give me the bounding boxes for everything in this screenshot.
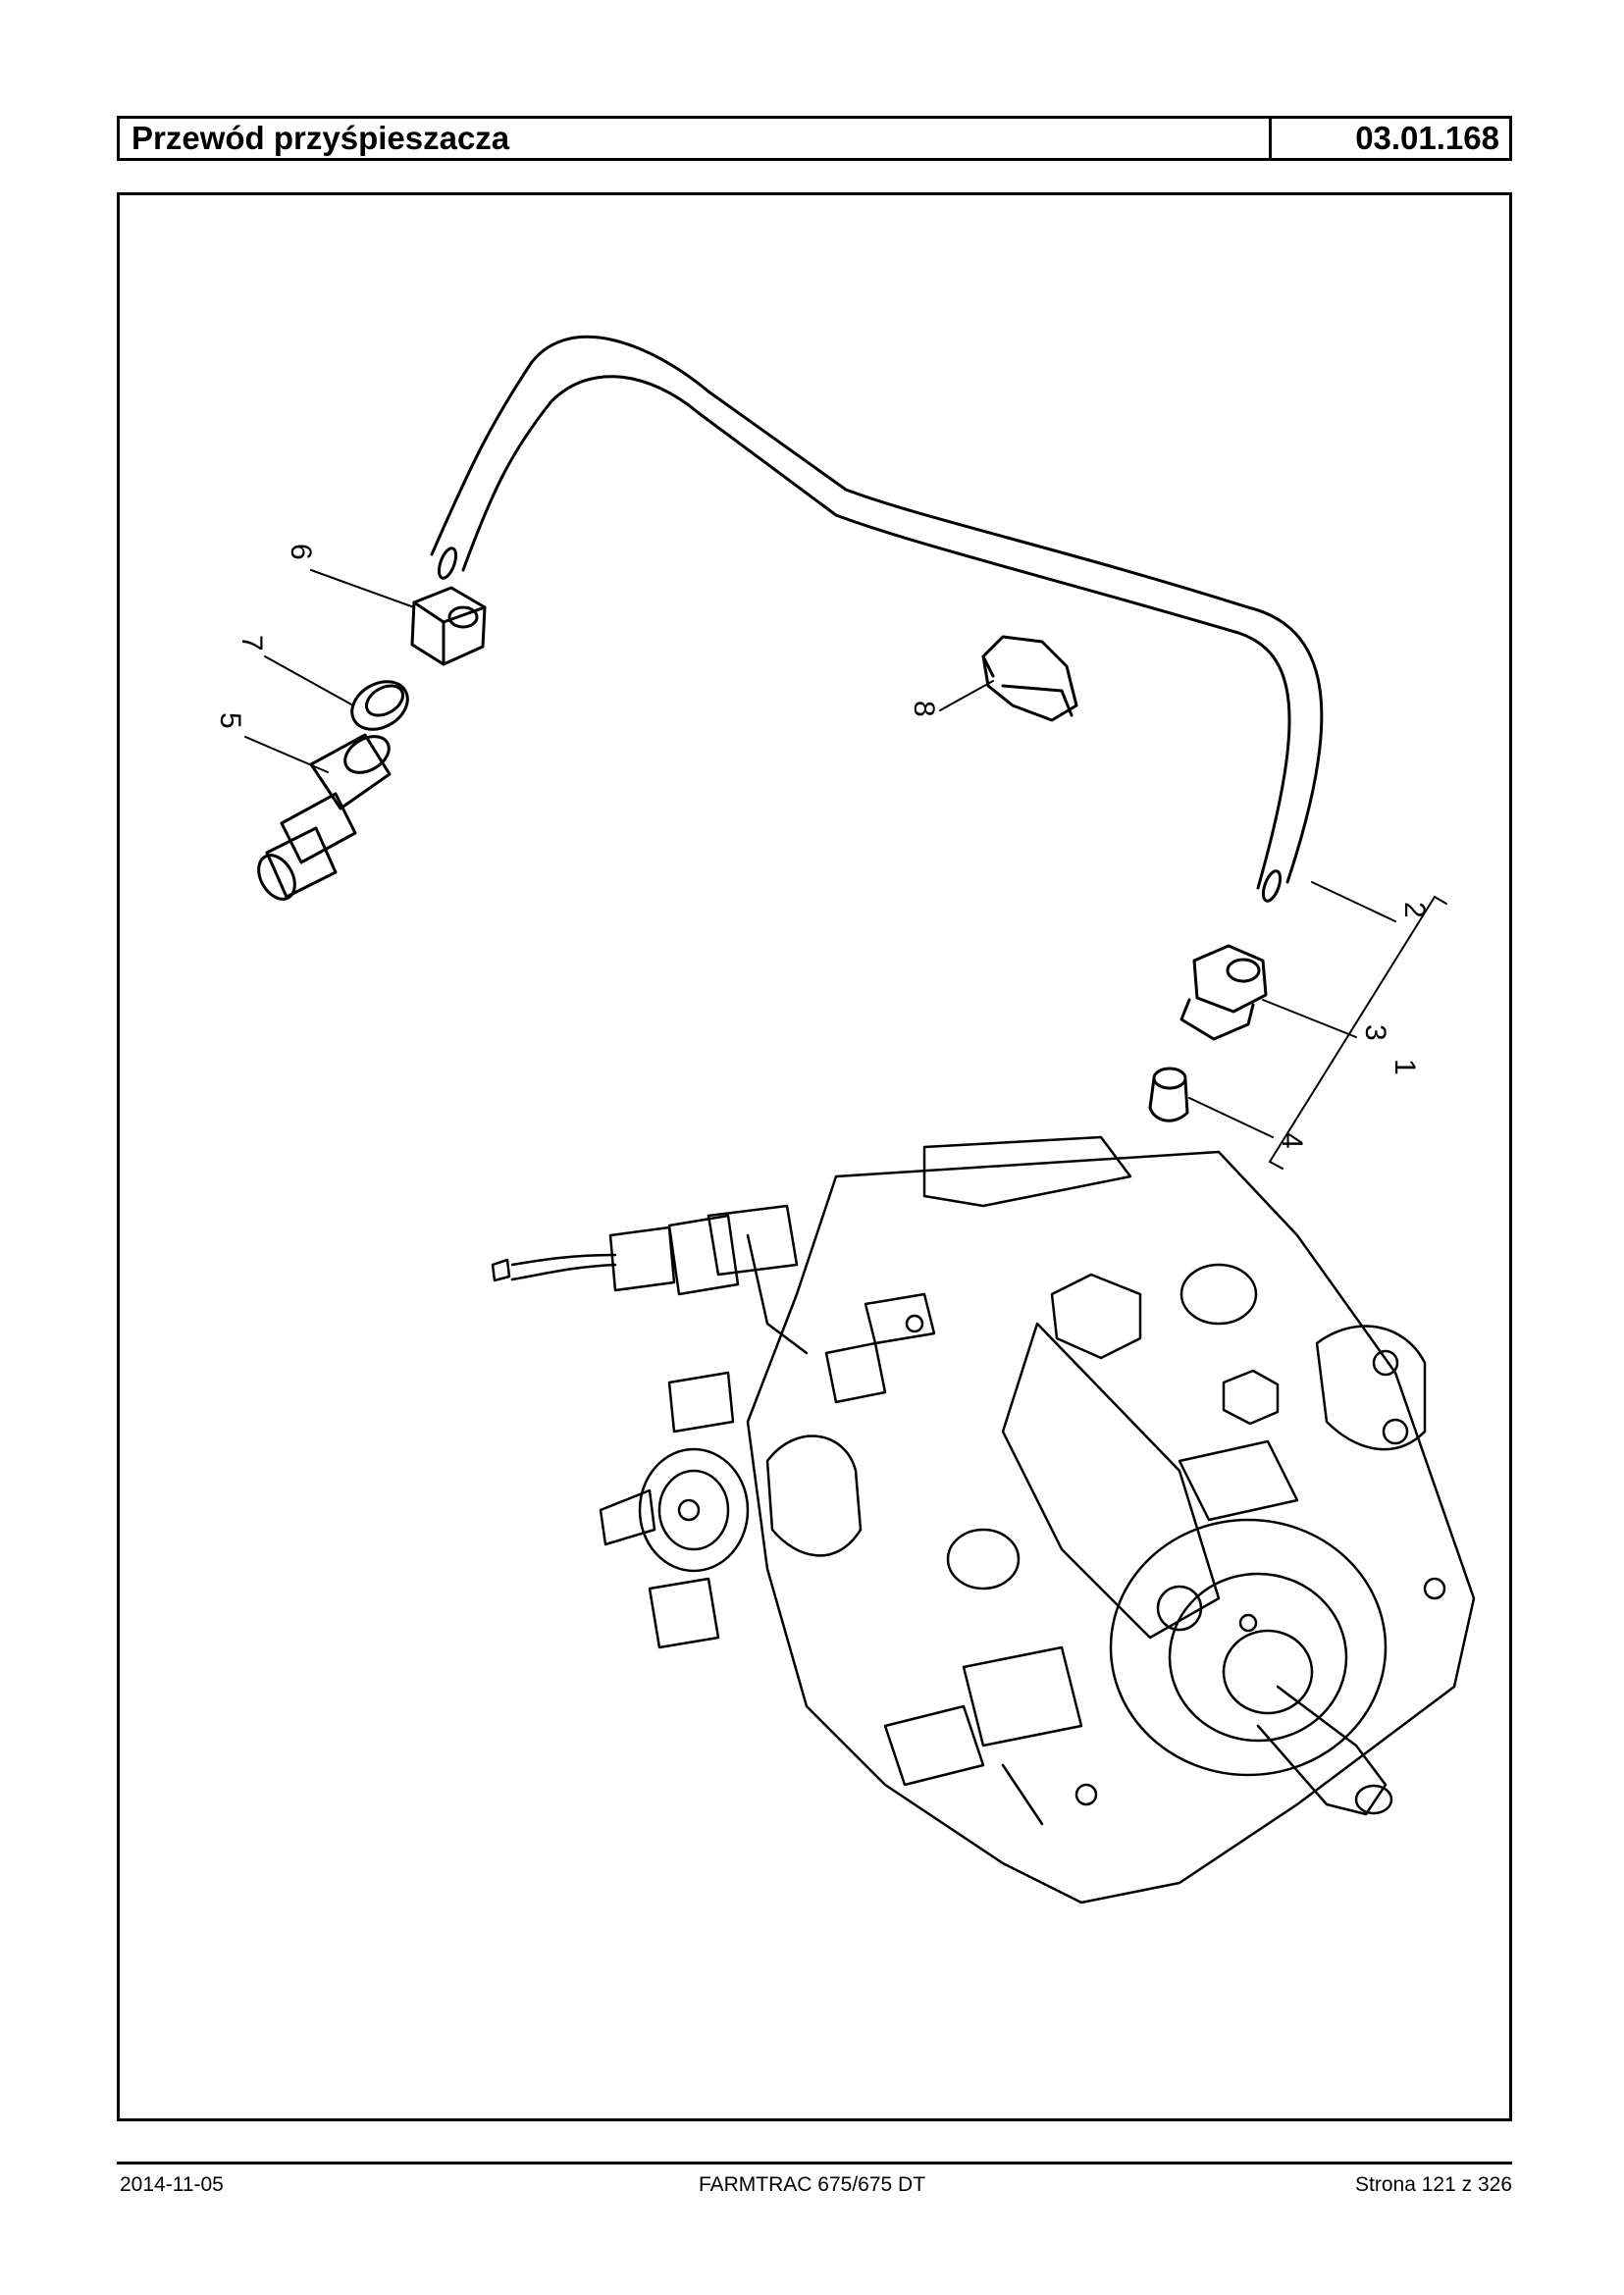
electrical-connector [491,1214,740,1296]
callout-1: 1 [1388,1059,1421,1075]
callout-6: 6 [285,544,317,560]
footer-divider [117,2162,1512,2165]
leader-lines [244,569,1447,1170]
callout-4: 4 [1276,1132,1308,1149]
drawing-frame: 6 7 5 8 2 3 1 4 [117,192,1512,2121]
fitting-part-5 [257,733,392,901]
callout-3: 3 [1359,1024,1391,1041]
accelerator-pipe [430,335,1324,903]
callout-8: 8 [908,701,940,717]
sleeve-part-4 [1148,1067,1189,1122]
title-bar: Przewód przyśpieszacza 03.01.168 [117,116,1512,161]
section-code: 03.01.168 [1355,120,1499,156]
footer-model: FARMTRAC 675/675 DT [698,2173,926,2196]
callout-labels: 6 7 5 8 2 3 1 4 [214,544,1431,1149]
parts-diagram: 6 7 5 8 2 3 1 4 [214,335,1476,1904]
nut-part-6 [410,586,487,666]
clip-part-8 [981,635,1078,722]
page-title: Przewód przyśpieszacza [120,119,1272,158]
callout-5: 5 [214,712,246,729]
callout-2: 2 [1398,902,1431,918]
footer-date: 2014-11-05 [120,2173,224,2196]
injection-pump [599,1135,1476,1904]
callout-7: 7 [236,635,268,652]
nut-part-3 [1179,944,1268,1041]
footer-page-number: Strona 121 z 326 [1355,2173,1512,2196]
ring-part-7 [350,680,409,731]
